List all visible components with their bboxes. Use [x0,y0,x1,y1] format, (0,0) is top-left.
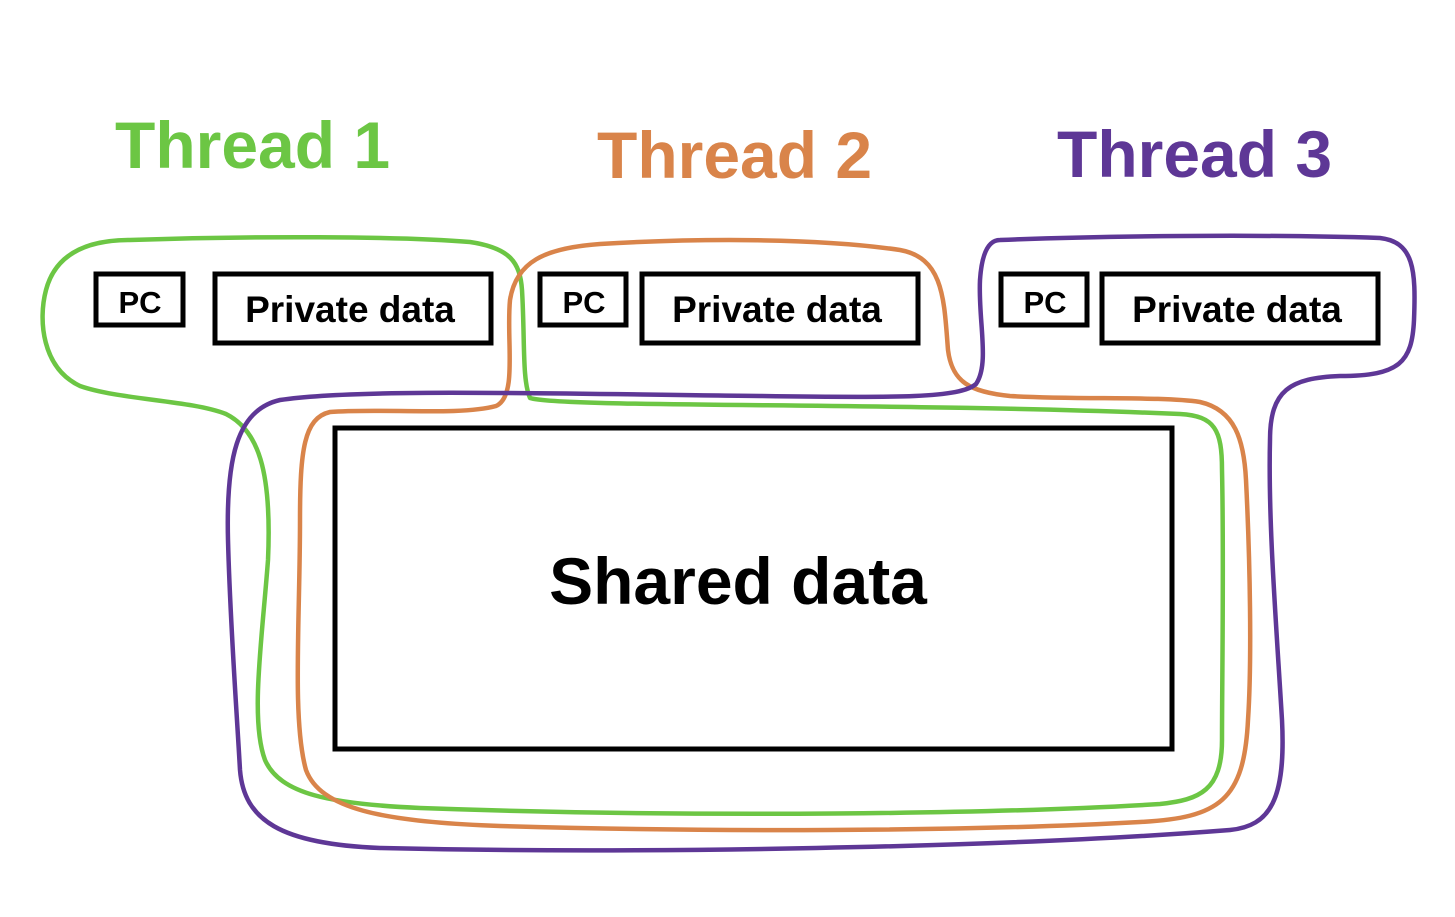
thread-3-pc-label: PC [1023,285,1066,320]
thread-2-private-box [639,271,921,346]
thread-3-private-box [1099,271,1381,346]
thread-3-title: Thread 3 [1057,117,1332,191]
thread-1-private-box [212,271,494,346]
thread-1-private-label: Private data [245,289,455,330]
thread-1-pc-label: PC [118,285,161,320]
thread-2-pc-label: PC [562,285,605,320]
thread-3-outline [225,233,1417,853]
thread-3-private-label: Private data [1132,289,1342,330]
thread-2-outline [295,237,1253,833]
shared-data-label: Shared data [549,544,928,618]
thread-1-pc-box [93,271,186,328]
thread-2-private-label: Private data [672,289,882,330]
thread-1-outline [40,234,1226,817]
thread-1-title: Thread 1 [115,108,390,182]
thread-2-pc-box [537,271,629,328]
thread-2-title: Thread 2 [597,118,872,192]
thread-3-pc-box [998,271,1090,328]
shared-data-box [332,425,1175,752]
